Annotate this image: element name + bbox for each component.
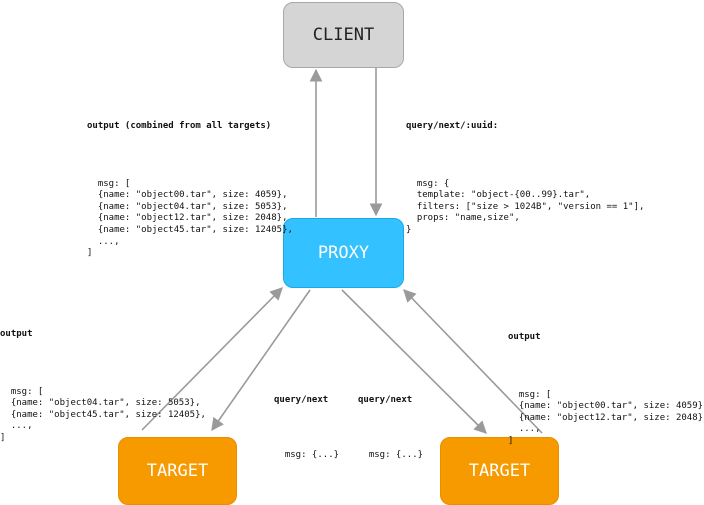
note-output-right-title: output (508, 332, 541, 343)
arrow-target-right-to-proxy (403, 289, 543, 434)
note-query-right-body: msg: {...} (368, 449, 424, 460)
note-output-left-title: output (0, 329, 33, 340)
note-output-right: output msg: [ {name: "object00.tar", siz… (508, 309, 704, 448)
note-query-right-title: query/next (358, 395, 413, 406)
note-query-left-body: msg: {...} (284, 449, 340, 460)
note-query-uuid-body: msg: { template: "object-{00..99}.tar", … (406, 178, 645, 235)
note-query-uuid-title: query/next/:uuid: (406, 121, 499, 132)
note-combined-title: output (combined from all targets) (87, 121, 272, 132)
note-query-left: query/next msg: {...} (274, 372, 339, 461)
arrow-target-left-to-proxy (141, 287, 283, 431)
target-right-node: TARGET (440, 437, 559, 505)
target-left-label: TARGET (146, 461, 209, 481)
note-output-left-body: msg: [ {name: "object04.tar", size: 5053… (0, 386, 206, 443)
note-output-left: output msg: [ {name: "object04.tar", siz… (0, 306, 206, 445)
target-left-node: TARGET (118, 437, 237, 505)
client-node: CLIENT (283, 2, 404, 68)
note-query-right: query/next msg: {...} (358, 372, 423, 461)
arrow-proxy-to-target-right (341, 289, 487, 434)
client-label: CLIENT (312, 25, 375, 45)
note-combined-output: output (combined from all targets) msg: … (87, 98, 293, 260)
proxy-label: PROXY (317, 243, 370, 263)
note-query-uuid: query/next/:uuid: msg: { template: "obje… (406, 98, 644, 237)
proxy-node: PROXY (283, 218, 404, 288)
note-query-left-title: query/next (274, 395, 329, 406)
arrow-proxy-to-target-left (211, 289, 311, 432)
target-right-label: TARGET (468, 461, 531, 481)
note-output-right-body: msg: [ {name: "object00.tar", size: 4059… (508, 389, 704, 446)
note-combined-body: msg: [ {name: "object00.tar", size: 4059… (87, 178, 293, 259)
